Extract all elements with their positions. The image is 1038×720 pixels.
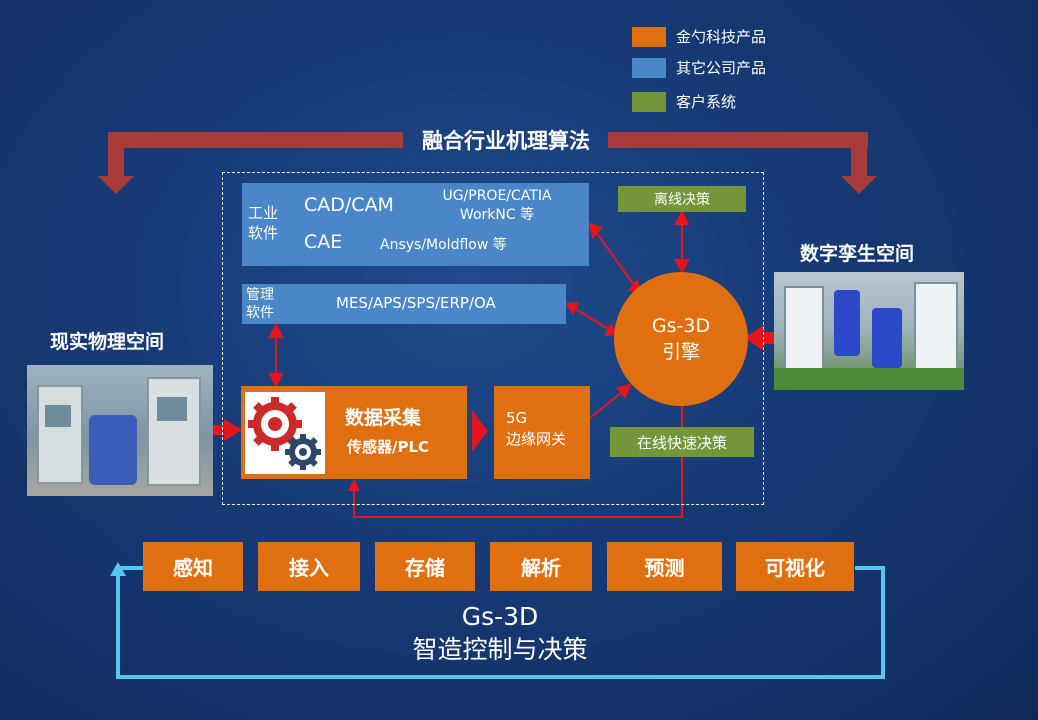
management-software-box: 管理 软件 MES/APS/SPS/ERP/OA (242, 284, 566, 324)
robot-arm-shape (89, 415, 137, 485)
step-store: 存储 (375, 542, 475, 591)
machine-window (45, 405, 71, 427)
cycle-arrow-head (110, 562, 126, 576)
cad-cam-products: UG/PROE/CATIA WorkNC 等 (412, 187, 582, 225)
legend-swatch (632, 57, 666, 78)
legend-label: 金勺科技产品 (676, 28, 767, 46)
management-software-label: 管理 软件 (246, 286, 274, 322)
system-frame (222, 172, 764, 505)
label-line: 管理 (246, 287, 274, 303)
legend-label: 客户系统 (676, 93, 737, 111)
machine-shape (37, 385, 83, 484)
cae-products: Ansys/Moldflow 等 (380, 237, 507, 253)
engine-name: Gs-3D (651, 315, 711, 337)
digital-twin-label: 数字孪生空间 (800, 243, 915, 265)
gateway-line: 5G (506, 409, 528, 427)
step-predict: 预测 (607, 542, 722, 591)
products-line: UG/PROE/CATIA (442, 188, 552, 204)
feedback-loop-arrow (353, 405, 683, 518)
fusion-bracket-arrow (98, 132, 877, 194)
arrow-mgmt-collection (268, 322, 284, 389)
online-decision-box: 在线快速决策 (610, 427, 754, 457)
cad-cam-label: CAD/CAM (304, 194, 394, 216)
products-line: WorkNC 等 (459, 207, 535, 223)
management-products: MES/APS/SPS/ERP/OA (336, 294, 496, 312)
bottom-title-line: 智造控制与决策 (412, 635, 588, 664)
data-collection-box: 数据采集 传感器/PLC (241, 386, 467, 479)
bottom-title-line: Gs-3D (461, 602, 539, 631)
edge-gateway-box: 5G 边缘网关 (494, 386, 590, 479)
data-collection-subtitle: 传感器/PLC (347, 438, 430, 456)
data-collection-title: 数据采集 (345, 407, 422, 429)
legend-swatch (632, 26, 666, 47)
robot-arm-shape (834, 290, 860, 356)
arrow-gateway-engine (589, 383, 632, 419)
gears-icon (245, 392, 325, 474)
machine-shape (784, 286, 824, 370)
legend-label: 其它公司产品 (676, 59, 767, 77)
robot-arm-shape (872, 308, 902, 368)
physical-factory-photo (27, 365, 213, 496)
step-parse: 解析 (490, 542, 592, 591)
step-visualize: 可视化 (736, 542, 854, 591)
industrial-software-label: 工业 软件 (248, 203, 278, 243)
label-line: 软件 (248, 224, 279, 242)
label-line: 软件 (246, 305, 274, 321)
cycle-loop (116, 566, 885, 679)
industrial-software-box: 工业 软件 CAD/CAM CAE UG/PROE/CATIA WorkNC 等… (242, 183, 589, 266)
cae-label: CAE (304, 231, 343, 253)
legend-item-customer: 客户系统 (632, 91, 736, 112)
physical-space-label: 现实物理空间 (50, 331, 165, 353)
bottom-title: Gs-3D 智造控制与决策 (330, 600, 670, 666)
legend-swatch (632, 91, 666, 112)
label-line: 工业 (248, 204, 279, 222)
step-perceive: 感知 (143, 542, 243, 591)
step-access: 接入 (258, 542, 360, 591)
machine-shape (147, 377, 201, 486)
flow-chevron (472, 410, 488, 452)
fusion-label: 融合行业机理算法 (422, 129, 590, 153)
machine-window (157, 397, 187, 421)
offline-decision-box: 离线决策 (618, 186, 746, 212)
digital-twin-photo (774, 272, 964, 390)
gs3d-engine: Gs-3D 引擎 (614, 272, 748, 406)
legend-item-other: 其它公司产品 (632, 57, 766, 78)
engine-label: 引擎 (661, 341, 700, 363)
machine-shape (914, 282, 958, 372)
gateway-line: 边缘网关 (506, 430, 567, 448)
legend-item-jinshao: 金勺科技产品 (632, 26, 766, 47)
edge-gateway-label: 5G 边缘网关 (506, 408, 566, 450)
floor-shape (774, 368, 964, 390)
arrow-mgmt-engine (565, 301, 619, 337)
arrow-offline-engine (674, 209, 690, 275)
